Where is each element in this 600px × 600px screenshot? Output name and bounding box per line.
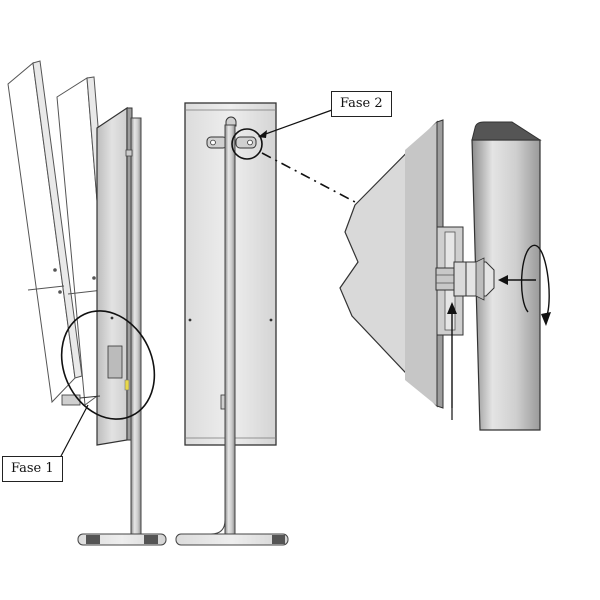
- ghost-panel-1: [7, 60, 83, 404]
- detail-enlargement: [339, 119, 551, 431]
- left-stand: [77, 117, 167, 546]
- push-up-arrow: [447, 302, 457, 408]
- fase-1-highlight-ellipse: [60, 310, 156, 420]
- rotate-arrow: [520, 244, 551, 326]
- insert-arrow: [498, 275, 536, 285]
- fase-1-label: Fase 1: [2, 456, 63, 482]
- fase-2-label: Fase 2: [331, 91, 392, 117]
- fase-2-pointer: [259, 109, 333, 137]
- front-view-heater: [175, 102, 356, 546]
- front-mounting-brackets: [206, 136, 257, 149]
- tilting-heater-sequence: [7, 60, 167, 546]
- zoom-dashdot-line: [261, 152, 356, 203]
- detail-pole: [471, 121, 542, 431]
- fase-2-highlight-circle: [231, 128, 263, 160]
- detail-clamp-screw: [435, 257, 495, 301]
- fase-1-pointer: [59, 404, 89, 459]
